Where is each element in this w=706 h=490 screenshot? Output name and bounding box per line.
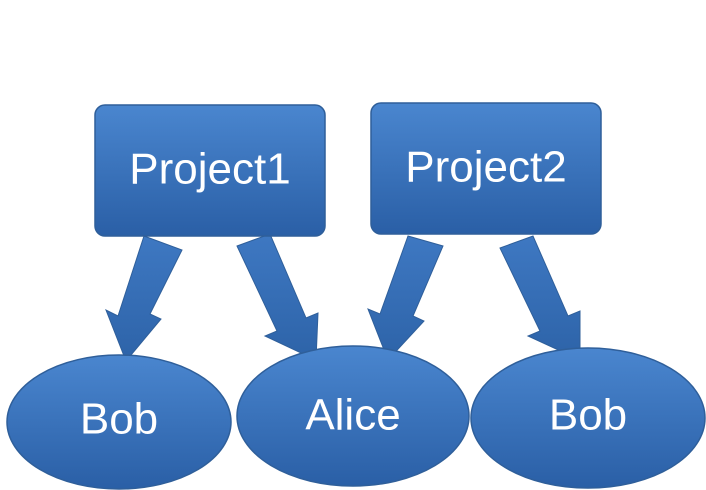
arrow-project1-bob [105, 235, 183, 362]
node-person-bob-right-label: Bob [549, 391, 627, 440]
arrow-project2-alice [367, 235, 444, 361]
node-person-bob-right: Bob [470, 347, 706, 489]
node-person-alice-label: Alice [305, 391, 400, 440]
node-person-bob-left-label: Bob [80, 395, 158, 444]
node-person-alice: Alice [236, 345, 470, 487]
arrow-project1-alice [236, 233, 319, 361]
node-project2: Project2 [370, 102, 602, 235]
node-project2-label: Project2 [405, 143, 566, 192]
node-project1: Project1 [94, 104, 326, 237]
arrow-project2-bob [499, 235, 581, 361]
node-person-bob-left: Bob [6, 354, 232, 490]
node-project1-label: Project1 [129, 145, 290, 194]
